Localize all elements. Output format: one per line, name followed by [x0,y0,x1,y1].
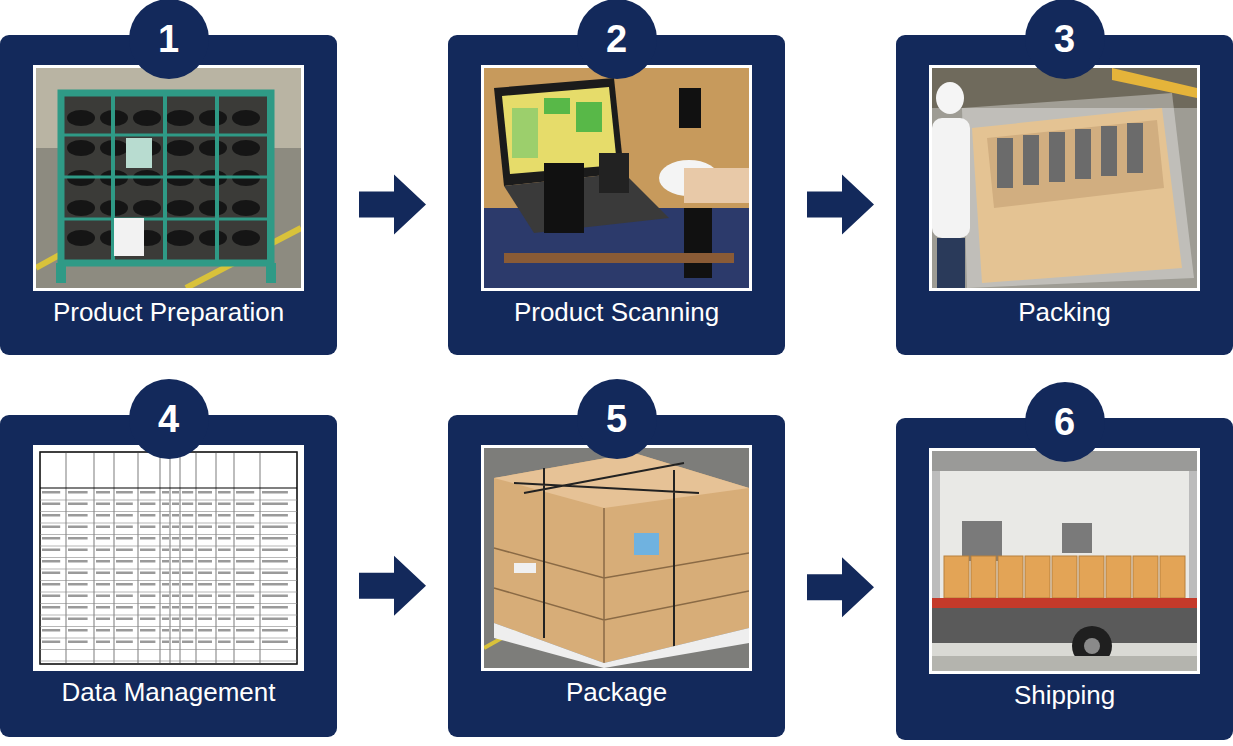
step-label: Product Scanning [514,298,719,328]
step-number-badge: 1 [129,0,209,79]
step-label: Package [566,678,667,708]
step-panel: 1Product Preparation [0,35,337,355]
step-panel: 5Package [448,415,785,737]
flow-arrow [359,175,426,235]
step-number: 5 [606,400,627,438]
step-label-holder: Product Scanning [448,298,785,328]
step-photo [481,445,752,671]
step-label: Packing [1018,298,1111,328]
step-number-badge: 3 [1025,0,1105,79]
step-panel: 3Packing [896,35,1233,355]
step-label-holder: Packing [896,298,1233,328]
step-photo [929,448,1200,674]
step-number: 1 [158,20,179,58]
step-panel: 4Data Management [0,415,337,737]
step-number-badge: 5 [577,379,657,459]
step-label: Shipping [1014,681,1115,711]
step-number-badge: 2 [577,0,657,79]
step-number: 3 [1054,20,1075,58]
step-label: Product Preparation [53,298,284,328]
step-number-badge: 4 [129,379,209,459]
flow-arrow [807,557,874,617]
step-panel: 2Product Scanning [448,35,785,355]
step-photo [33,65,304,291]
step-photo [33,445,304,671]
step-number: 6 [1054,403,1075,441]
step-panel: 6Shipping [896,418,1233,740]
step-number: 2 [606,20,627,58]
step-label-holder: Data Management [0,678,337,708]
step-photo [481,65,752,291]
step-number-badge: 6 [1025,382,1105,462]
step-label: Data Management [62,678,276,708]
flow-arrow [359,556,426,616]
flow-arrow [807,175,874,235]
step-label-holder: Shipping [896,681,1233,711]
step-label-holder: Product Preparation [0,298,337,328]
step-photo [929,65,1200,291]
step-label-holder: Package [448,678,785,708]
step-number: 4 [158,400,179,438]
